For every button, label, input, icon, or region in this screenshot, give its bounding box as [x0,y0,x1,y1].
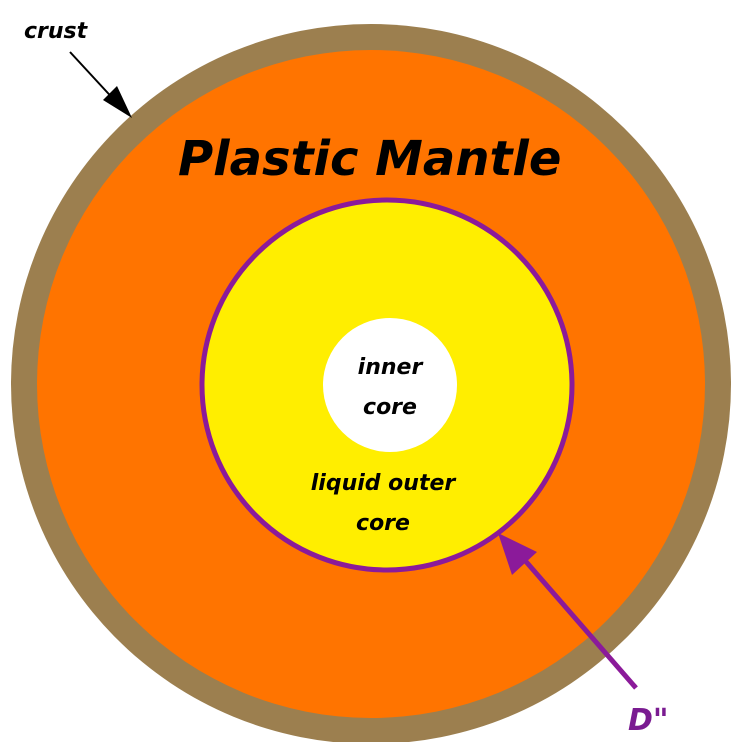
inner-core-label-line2: core [363,395,417,420]
outer-core-label-line2: core [356,511,410,536]
mantle-label: Plastic Mantle [178,131,561,187]
crust-label: crust [24,19,89,44]
inner-core-layer [323,318,457,452]
outer-core-label-line1: liquid outer [311,471,457,496]
crust-arrow [70,52,132,118]
inner-core-label-line1: inner [358,355,424,380]
d-double-prime-label: D" [628,703,669,738]
